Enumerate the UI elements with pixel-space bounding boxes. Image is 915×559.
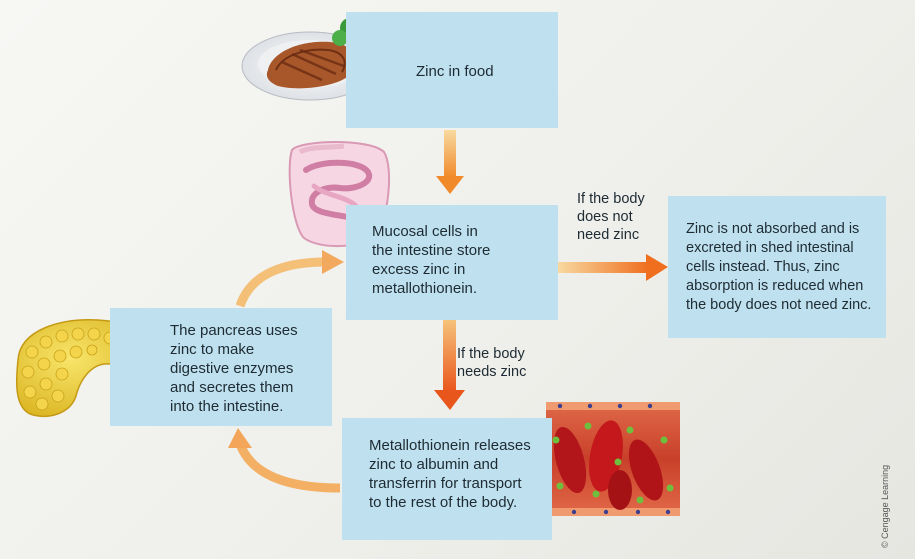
zinc-in-food-text: Zinc in food (416, 63, 494, 80)
copyright-credit: © Cengage Learning (880, 465, 890, 548)
label-body-needs-zinc: If the body needs zinc (457, 345, 526, 381)
mucosal-cells-text: Mucosal cells in the intestine store exc… (372, 223, 490, 297)
mucosal-cells-box: Mucosal cells in the intestine store exc… (346, 205, 558, 320)
arrow-pancreas-to-mucosal (240, 250, 344, 306)
metallothionein-release-box: Metallothionein releases zinc to albumin… (342, 418, 552, 540)
metallothionein-release-text: Metallothionein releases zinc to albumin… (369, 437, 531, 511)
label-body-does-not-need-zinc: If the body does not need zinc (577, 190, 645, 244)
blood-vessel-illustration (546, 402, 680, 516)
zinc-not-absorbed-box: Zinc is not absorbed and is excreted in … (668, 196, 886, 338)
arrow-mucosal-to-not-absorbed (558, 254, 668, 281)
zinc-not-absorbed-text: Zinc is not absorbed and is excreted in … (686, 221, 871, 313)
arrow-release-to-pancreas (228, 428, 340, 488)
pancreas-text: The pancreas uses zinc to make digestive… (170, 322, 298, 415)
pancreas-box: The pancreas uses zinc to make digestive… (110, 308, 332, 426)
arrow-food-to-mucosal (436, 130, 464, 194)
zinc-in-food-box: Zinc in food (346, 12, 558, 128)
